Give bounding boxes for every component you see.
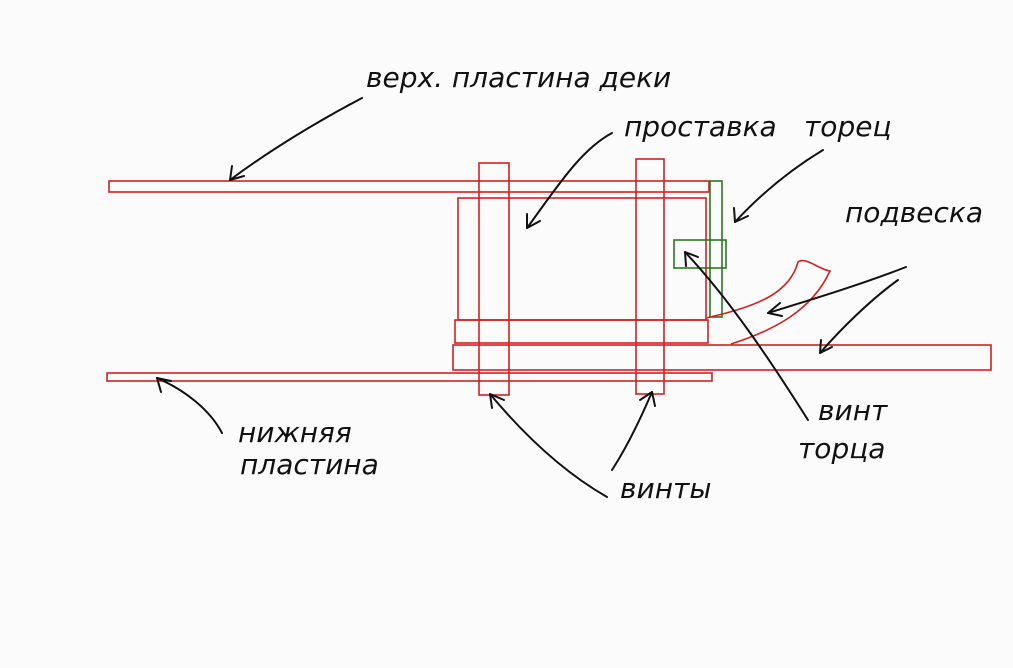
label-end-cap: торец <box>804 110 892 143</box>
spacer <box>457 197 707 321</box>
label-bottom-plate-2: пластина <box>240 448 379 481</box>
hanger-curve <box>705 259 832 345</box>
label-end-screw-2: торца <box>798 432 885 465</box>
arrow-end-screw <box>684 251 809 421</box>
arrow-top-plate <box>229 97 363 181</box>
lower-spacer-strip <box>454 319 709 344</box>
label-screws: винты <box>620 472 711 505</box>
label-hanger: подвеска <box>845 196 983 229</box>
arrow-screws <box>489 391 656 498</box>
arrow-spacer <box>526 132 613 229</box>
arrow-end-cap <box>733 149 824 223</box>
bottom-plate <box>106 372 713 382</box>
end-screw <box>673 239 727 269</box>
arrow-hanger <box>767 266 907 354</box>
label-spacer: проставка <box>624 110 777 143</box>
label-end-screw-1: винт <box>818 394 888 427</box>
label-top-plate: верх. пластина деки <box>366 61 671 94</box>
arrow-bottom-plate <box>156 377 223 434</box>
screw-right <box>635 158 665 395</box>
label-bottom-plate-1: нижняя <box>238 416 352 449</box>
hanger-base <box>452 344 992 371</box>
end-cap <box>709 180 723 318</box>
top-plate <box>108 180 710 193</box>
